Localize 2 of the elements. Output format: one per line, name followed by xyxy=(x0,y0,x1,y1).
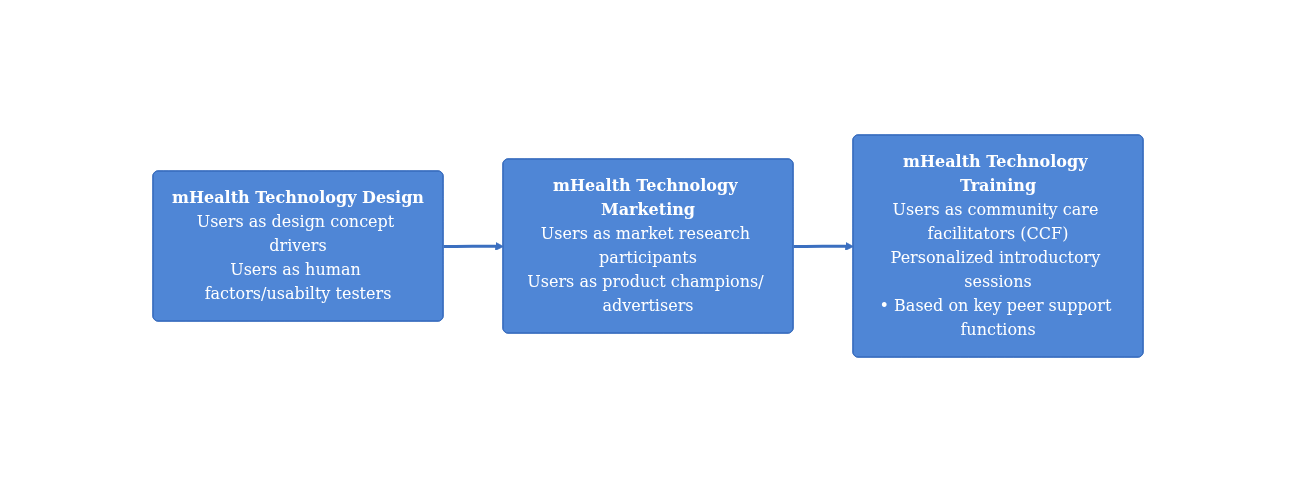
arrow xyxy=(793,241,854,251)
arrow xyxy=(443,241,504,251)
